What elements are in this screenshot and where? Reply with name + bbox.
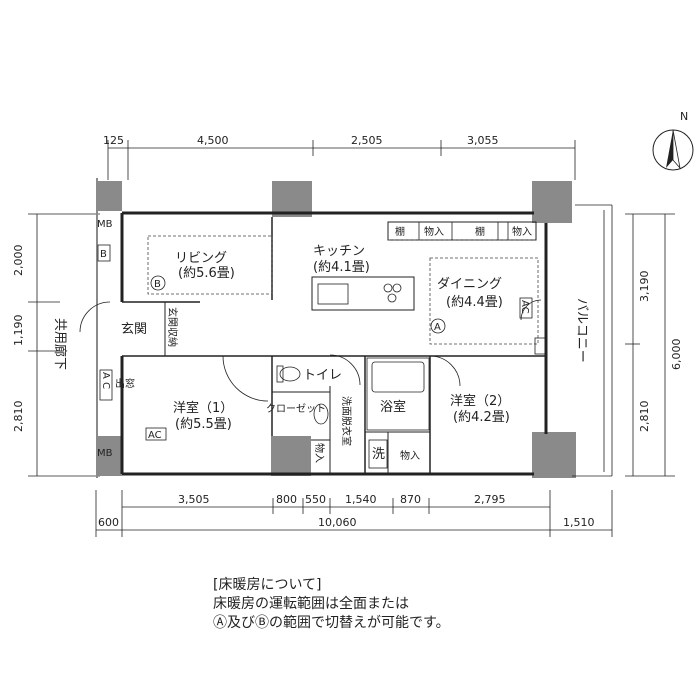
wash-label: 洗 — [372, 447, 385, 462]
dining-label: ダイニング — [437, 277, 502, 292]
balcony-label: バルコニー — [574, 298, 589, 363]
mb-top-label: MB — [97, 219, 113, 230]
western-room-1-label: 洋室（1） — [173, 400, 233, 416]
dim-right-outer: 6,000 — [670, 339, 683, 371]
living-room-label: リビング — [175, 251, 227, 266]
dim-right-2: 2,810 — [638, 401, 651, 433]
interior-partitions — [122, 217, 546, 474]
washroom-label: 洗面脱衣室 — [340, 396, 353, 446]
storage-bath-label: 物入 — [400, 449, 420, 462]
dim-top-4: 3,055 — [467, 134, 499, 147]
western-room-2-label: 洋室（2） — [450, 393, 510, 409]
north-compass-icon: N — [652, 110, 694, 171]
western-room-1-area: (約5.5畳) — [175, 417, 232, 432]
dim-left-3: 2,810 — [12, 401, 25, 433]
left-dimension-line: 2,000 1,190 2,810 — [12, 213, 100, 477]
closet-label: クローゼット — [266, 403, 326, 415]
right-dimension-lines: 3,190 2,810 6,000 — [625, 213, 683, 477]
note-heading: [床暖房について] — [213, 577, 322, 593]
exterior-walls — [120, 204, 613, 477]
dim-bottom-4: 1,540 — [345, 493, 377, 506]
note-line-2: Ⓐ及びⒷの範囲で切替えが可能です。 — [213, 615, 450, 631]
bathroom-fixtures — [276, 357, 430, 469]
dim-bottom-7: 600 — [98, 516, 119, 529]
bottom-dimension-lines: 3,505 800 550 1,540 870 2,795 600 10,060… — [95, 490, 613, 537]
dim-left-2: 1,190 — [12, 315, 25, 347]
b-box-label: B — [100, 249, 107, 260]
doors — [79, 299, 542, 402]
dim-bottom-1: 3,505 — [178, 493, 210, 506]
kitchen-label: キッチン — [313, 244, 365, 259]
dim-left-1: 2,000 — [12, 245, 25, 277]
entrance-storage-label: 玄関収納 — [166, 307, 179, 347]
corridor-label: 共用廊下 — [52, 318, 68, 370]
dim-top-1: 125 — [103, 134, 124, 147]
shelf-2-label: 棚 — [475, 225, 485, 238]
compass-label: N — [680, 110, 688, 123]
dim-bottom-2: 800 — [276, 493, 297, 506]
fixture-labels: MB MB B 棚 物入 棚 物入 AC AC 出窓 A C 洗 物入 物入 — [97, 219, 532, 463]
dim-bottom-8: 10,060 — [318, 516, 357, 529]
structural-columns — [96, 178, 576, 478]
zone-a-marker: A — [434, 322, 441, 333]
meter-boxes — [97, 244, 111, 262]
bathroom-label: 浴室 — [380, 399, 406, 415]
dining-area: (約4.4畳) — [446, 295, 503, 310]
floor-heating-note: [床暖房について] 床暖房の運転範囲は全面または Ⓐ及びⒷの範囲で切替えが可能で… — [213, 576, 450, 633]
toilet-label: トイレ — [303, 368, 342, 383]
mb-bottom-label: MB — [97, 448, 113, 459]
note-line-1: 床暖房の運転範囲は全面または — [213, 596, 409, 612]
entrance-label: 玄関 — [121, 322, 147, 337]
zone-b-marker: B — [154, 279, 161, 290]
bay-window-label: 出窓 — [115, 377, 135, 390]
ac-left-label: A C — [100, 372, 111, 389]
living-room-area: (約5.6畳) — [178, 266, 235, 281]
kitchen-counter — [311, 221, 537, 311]
dim-top-2: 4,500 — [197, 134, 229, 147]
western-room-2-area: (約4.2畳) — [453, 410, 510, 425]
ac-dining-label: AC — [519, 300, 530, 314]
dim-bottom-5: 870 — [400, 493, 421, 506]
kitchen-area: (約4.1畳) — [313, 260, 370, 275]
storage-wash-label: 物入 — [313, 443, 326, 463]
top-dimension-line: 125 4,500 2,505 3,055 — [103, 134, 576, 180]
dim-bottom-9: 1,510 — [563, 516, 595, 529]
floor-heating-zones: B A — [147, 235, 539, 345]
room-labels: リビング (約5.6畳) キッチン (約4.1畳) ダイニング (約4.4畳) … — [52, 244, 589, 446]
shelf-1-label: 棚 — [395, 225, 405, 238]
dim-bottom-3: 550 — [305, 493, 326, 506]
storage-2-label: 物入 — [512, 225, 532, 238]
dim-top-3: 2,505 — [351, 134, 383, 147]
storage-1-label: 物入 — [424, 225, 444, 238]
dim-bottom-6: 2,795 — [474, 493, 506, 506]
dim-right-1: 3,190 — [638, 271, 651, 303]
ac-units — [99, 297, 546, 441]
ac-western1-label: AC — [148, 430, 162, 441]
